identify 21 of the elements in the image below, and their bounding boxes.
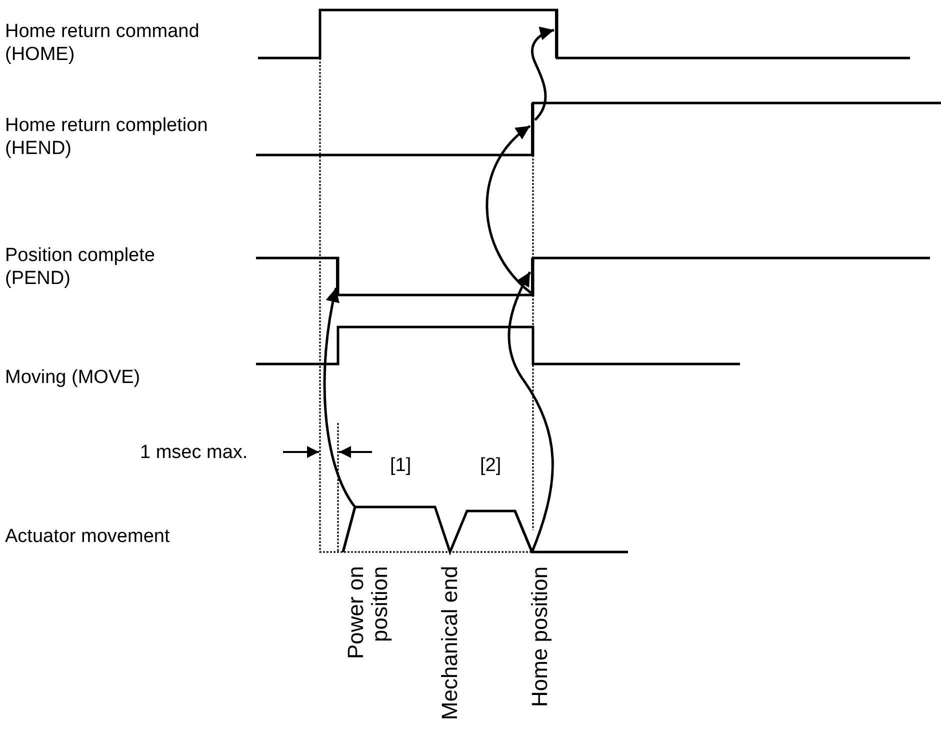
position-label: Mechanical end [438,566,462,722]
signal-name: Position complete (PEND) [5,244,156,290]
movement-ramp [341,505,357,554]
signal-edge [531,103,534,155]
arrow [323,288,356,508]
signal-name: Home return completion (HEND) [5,114,209,160]
signal-edge [336,258,339,295]
signal-edge [555,10,558,58]
arrow [486,125,532,294]
arrow [508,271,554,552]
dimension-label: 1 msec max. [140,441,249,464]
signal-name: Actuator movement [5,525,171,548]
signal-name: Moving (MOVE) [5,366,142,389]
position-label: Home position [528,566,552,709]
signal-name: Home return command (HOME) [5,20,200,66]
position-label: Power on position [344,566,392,661]
movement-ramp [513,509,534,554]
interval-label: [1] [390,454,412,477]
signal-edge [531,258,534,295]
interval-label: [2] [480,454,502,477]
arrow [531,27,554,121]
